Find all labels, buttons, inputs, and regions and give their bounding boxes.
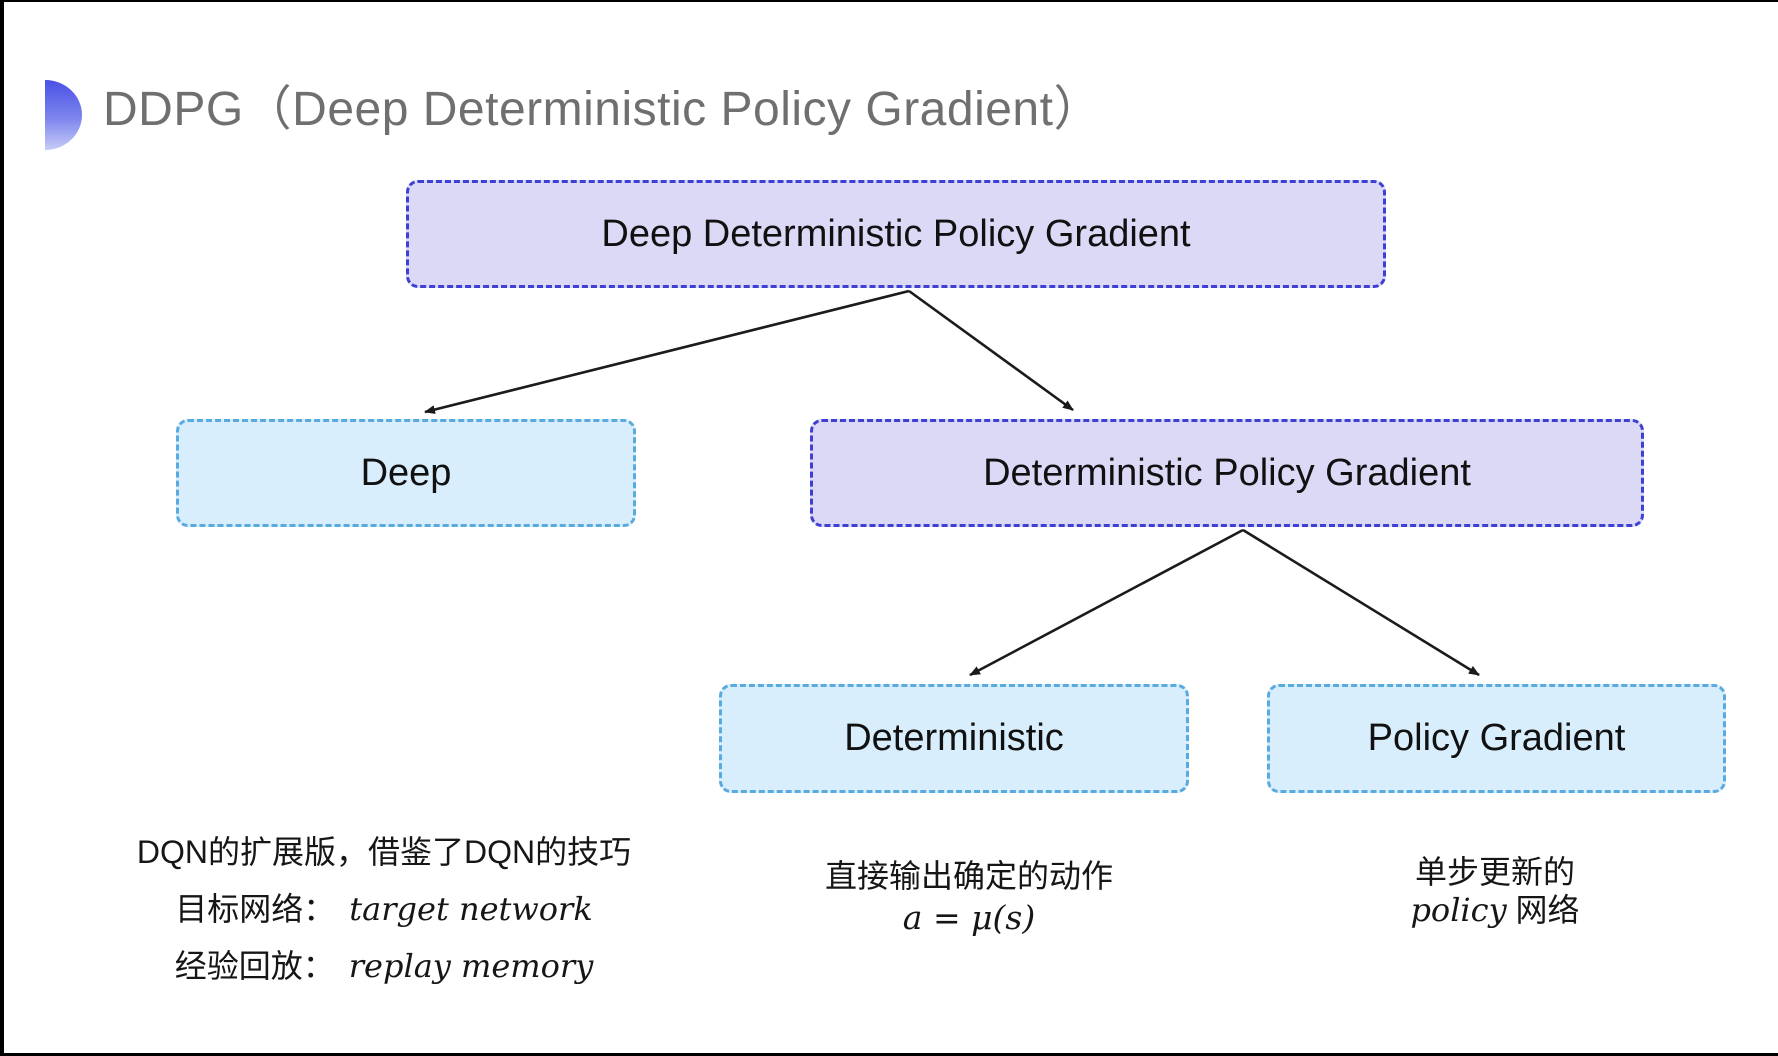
node-label: Policy Gradient: [1367, 717, 1626, 759]
arrow-ddpg-to-deep: [424, 289, 910, 414]
node-deep: Deep: [176, 419, 636, 527]
annotation-deterministic-line1: 直接输出确定的动作: [824, 858, 1113, 894]
arrow-ddpg-to-dpg: [908, 289, 1074, 412]
node-deterministic: Deterministic: [719, 684, 1189, 793]
node-label: Deep Deterministic Policy Gradient: [601, 212, 1191, 255]
node-label: Deterministic Policy Gradient: [983, 451, 1471, 494]
node-label: Deep: [360, 451, 452, 494]
arrow-dpg-to-policy-gradient: [1242, 528, 1480, 677]
node-deep-deterministic-policy-gradient: Deep Deterministic Policy Gradient: [406, 180, 1386, 288]
deterministic-formula: a = μ(s): [902, 898, 1036, 937]
node-deterministic-policy-gradient: Deterministic Policy Gradient: [810, 419, 1644, 527]
policy-word: policy: [1410, 891, 1507, 929]
annotation-policy-gradient-line1: 单步更新的: [1414, 854, 1575, 890]
target-network-value: target network: [349, 890, 593, 928]
annotation-deep: DQN的扩展版，借鉴了DQN的技巧 目标网络： target network 经验…: [84, 833, 684, 1004]
annotation-deep-line1: DQN的扩展版，借鉴了DQN的技巧: [136, 834, 632, 870]
title-accent-icon: [45, 80, 82, 150]
network-word: 网络: [1506, 892, 1580, 928]
replay-memory-value: replay memory: [348, 947, 594, 985]
node-policy-gradient: Policy Gradient: [1267, 684, 1726, 793]
arrow-dpg-to-deterministic: [969, 528, 1244, 677]
annotation-policy-gradient: 单步更新的 policy 网络: [1295, 853, 1695, 929]
annotation-policy-gradient-line2: policy 网络: [1295, 891, 1695, 929]
page-title: DDPG（Deep Deterministic Policy Gradient）: [103, 83, 1102, 136]
replay-memory-label: 经验回放：: [174, 948, 335, 984]
annotation-deep-line3: 经验回放： replay memory: [84, 947, 684, 985]
annotation-deterministic: 直接输出确定的动作 a = μ(s): [769, 857, 1169, 938]
node-label: Deterministic: [844, 717, 1064, 759]
target-network-label: 目标网络：: [175, 891, 336, 927]
annotation-deep-line2: 目标网络： target network: [84, 890, 684, 928]
